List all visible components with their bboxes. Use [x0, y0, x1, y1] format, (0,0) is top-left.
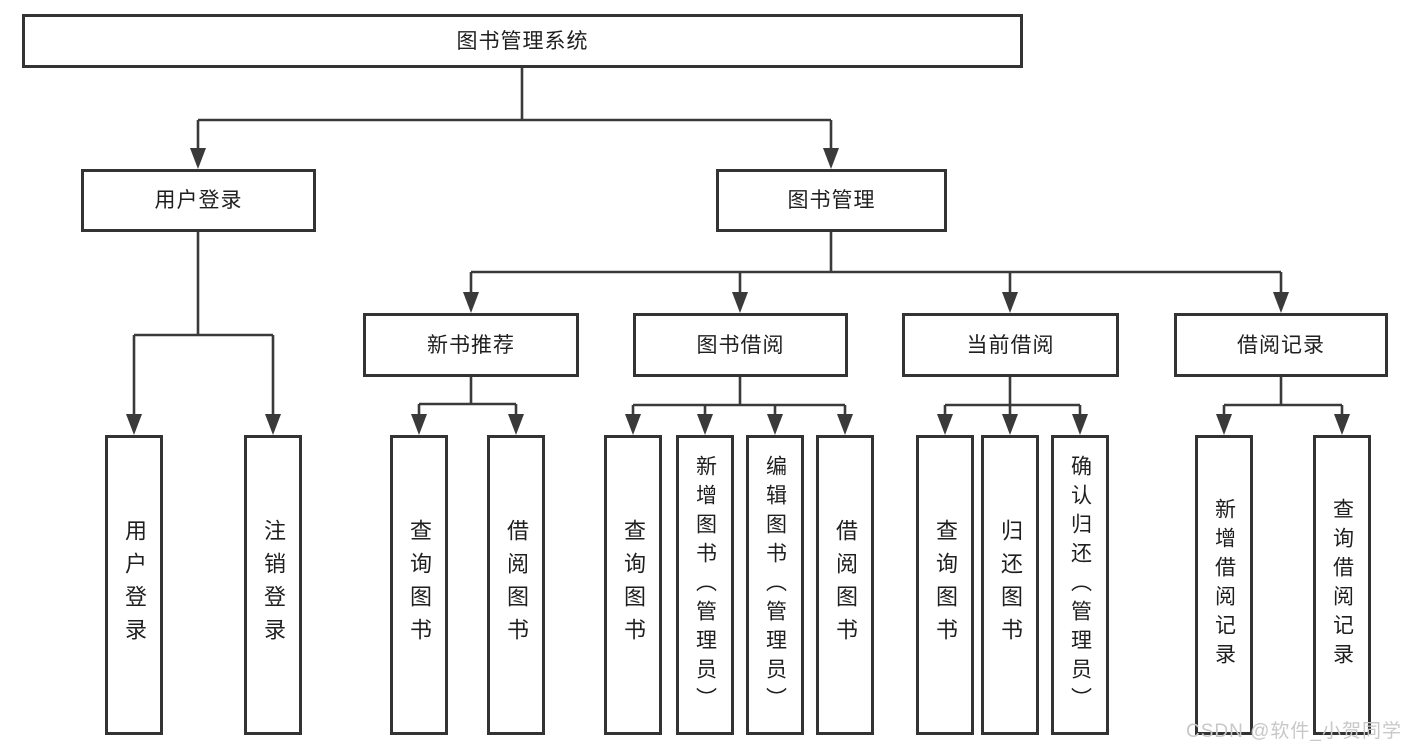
leaf-query-books-current-label: 查询图书 [933, 519, 958, 651]
leaf-borrow-books-recommend: 借阅图书 [487, 435, 545, 735]
leaf-query-books-recommend: 查询图书 [390, 435, 448, 735]
leaf-logout-label: 注销登录 [261, 519, 286, 651]
leaf-borrow-books-borrow-label: 借阅图书 [833, 519, 858, 651]
leaf-query-books-borrow-label: 查询图书 [621, 519, 646, 651]
node-root-label: 图书管理系统 [456, 29, 589, 53]
leaf-query-books-recommend-label: 查询图书 [407, 519, 432, 651]
leaf-add-book-admin-label: 新增图书（管理员） [693, 454, 717, 716]
leaf-logout: 注销登录 [244, 435, 302, 735]
leaf-user-login: 用户登录 [105, 435, 163, 735]
leaf-borrow-books-borrow: 借阅图书 [816, 435, 874, 735]
leaf-return-book: 归还图书 [981, 435, 1039, 735]
node-current-borrow-label: 当前借阅 [966, 333, 1055, 357]
node-user-login-branch-label: 用户登录 [154, 189, 243, 212]
node-new-book-recommend-label: 新书推荐 [427, 333, 515, 357]
leaf-user-login-label: 用户登录 [122, 519, 147, 651]
leaf-query-borrow-record: 查询借阅记录 [1313, 435, 1371, 735]
leaf-add-book-admin: 新增图书（管理员） [676, 435, 734, 735]
node-borrow-records-label: 借阅记录 [1237, 333, 1325, 357]
node-book-management: 图书管理 [716, 169, 947, 232]
leaf-confirm-return-admin-label: 确认归还（管理员） [1068, 454, 1092, 716]
leaf-confirm-return-admin: 确认归还（管理员） [1051, 435, 1109, 735]
node-current-borrow: 当前借阅 [902, 313, 1119, 377]
node-borrow-records: 借阅记录 [1174, 313, 1388, 377]
node-book-borrow-label: 图书借阅 [696, 333, 785, 357]
leaf-query-books-borrow: 查询图书 [604, 435, 662, 735]
leaf-query-borrow-record-label: 查询借阅记录 [1330, 498, 1354, 672]
leaf-borrow-books-recommend-label: 借阅图书 [504, 519, 529, 651]
leaf-edit-book-admin: 编辑图书（管理员） [746, 435, 804, 735]
node-book-borrow: 图书借阅 [633, 313, 848, 377]
leaf-add-borrow-record-label: 新增借阅记录 [1212, 498, 1236, 672]
node-root: 图书管理系统 [22, 14, 1023, 68]
watermark: CSDN @软件_小贺同学 [1186, 721, 1402, 742]
node-user-login-branch: 用户登录 [81, 169, 316, 232]
leaf-edit-book-admin-label: 编辑图书（管理员） [763, 454, 787, 716]
node-book-management-label: 图书管理 [787, 189, 876, 212]
leaf-add-borrow-record: 新增借阅记录 [1195, 435, 1253, 735]
leaf-query-books-current: 查询图书 [916, 435, 974, 735]
node-new-book-recommend: 新书推荐 [363, 313, 579, 377]
leaf-return-book-label: 归还图书 [998, 519, 1023, 651]
